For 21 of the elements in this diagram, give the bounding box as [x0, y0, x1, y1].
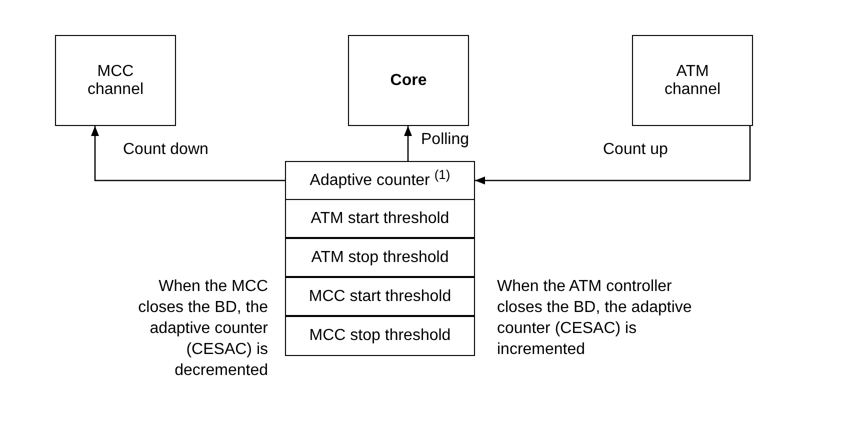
table-row	[285, 199, 475, 238]
note-text: When the ATM controller closes the BD, the adaptive counter (CESAC) is incremented	[497, 277, 693, 360]
process-box	[348, 35, 469, 126]
node-label: ATM channel	[663, 62, 722, 98]
note-text: When the MCC closes the BD, the adaptive counter (CESAC) is decremented	[137, 277, 268, 381]
node-label: ATM stop threshold	[311, 248, 449, 266]
process-box	[632, 35, 753, 126]
arrow	[404, 126, 412, 161]
node-label: MCC channel	[86, 62, 145, 98]
node-label: MCC stop threshold	[309, 327, 451, 345]
node-label: MCC start threshold	[308, 288, 452, 306]
table-row	[285, 277, 475, 316]
table-row	[285, 161, 475, 200]
process-box	[55, 35, 176, 126]
table-row	[285, 238, 475, 277]
node-label: Adaptive counter $^{(1)}$	[310, 172, 450, 190]
arrow	[475, 126, 751, 184]
table-row	[285, 316, 475, 356]
arrow	[91, 126, 285, 182]
node-label: ATM start threshold	[310, 210, 450, 228]
node-label: Core	[390, 72, 427, 90]
